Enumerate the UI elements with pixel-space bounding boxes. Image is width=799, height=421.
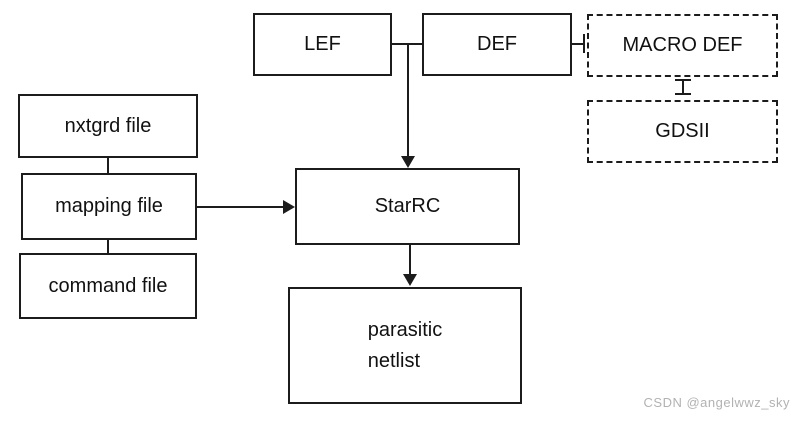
node-nxtgrd-file-label: nxtgrd file [64,114,152,137]
connector-lef-def [391,43,422,45]
node-command-file-label: command file [48,274,168,297]
node-starrc: StarRC [295,168,520,245]
node-macro-def-label: MACRO DEF [622,34,743,56]
connector-starrc-to-parasitic [409,245,411,276]
node-parasitic-netlist-label: parasitic netlist [367,318,443,372]
node-mapping-file: mapping file [21,173,197,240]
connector-macro-gdsii-stem [682,80,684,94]
connector-def-macro-def [572,43,584,45]
node-command-file: command file [19,253,197,319]
node-parasitic-netlist: parasitic netlist [288,287,522,404]
connector-junction-to-starrc [407,44,409,157]
node-macro-def: MACRO DEF [587,14,778,77]
connector-mapping-to-starrc [197,206,284,208]
node-gdsii-label: GDSII [655,120,710,142]
node-lef-label: LEF [304,33,341,55]
node-starrc-label: StarRC [374,195,441,217]
node-def-label: DEF [477,33,517,55]
node-lef: LEF [253,13,392,76]
arrowhead-into-parasitic-netlist [403,274,417,286]
node-mapping-file-label: mapping file [55,195,163,217]
node-def: DEF [422,13,572,76]
arrowhead-into-starrc-left [283,200,295,214]
arrowhead-into-starrc-top [401,156,415,168]
connector-mapping-command [107,239,109,254]
connector-nxtgrd-mapping [107,157,109,174]
csdn-watermark: CSDN @angelwwz_sky [643,395,790,410]
connector-def-macro-def-tick [583,34,585,53]
connector-macro-gdsii-bottom-cap [675,93,691,95]
node-nxtgrd-file: nxtgrd file [18,94,198,158]
node-gdsii: GDSII [587,100,778,163]
